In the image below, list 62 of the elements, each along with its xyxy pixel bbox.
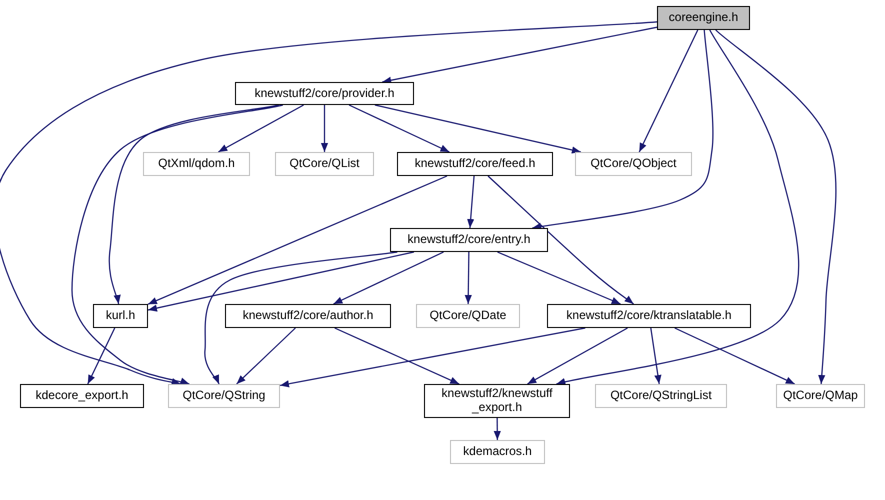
arrow — [464, 252, 472, 304]
file-box — [93, 304, 148, 328]
file-name: QtCore/QStringList — [610, 389, 712, 403]
file-box — [547, 304, 751, 328]
file-name: knewstuff2/core/ktranslatable.h — [566, 309, 732, 323]
file-box — [595, 384, 727, 408]
file-name: knewstuff2/core/feed.h — [414, 157, 536, 171]
arrow — [374, 104, 582, 154]
file-name: QtCore/QString — [182, 389, 266, 403]
arrow — [280, 327, 586, 388]
arrow — [382, 26, 658, 84]
arrow — [333, 251, 444, 305]
file-name: QtXml/qdom.h — [158, 157, 235, 171]
arrow — [148, 175, 448, 305]
file-name: QtCore/QList — [289, 157, 360, 171]
file-name: kdemacros.h — [463, 445, 532, 459]
file-box — [20, 384, 144, 408]
arrow — [348, 104, 450, 153]
arrow — [334, 327, 460, 385]
file-name: kurl.h — [106, 309, 136, 323]
arrow — [532, 30, 714, 230]
file-name: QtCore/QDate — [430, 309, 506, 323]
arrow — [204, 251, 398, 384]
arrow — [715, 30, 836, 384]
file-box — [390, 228, 548, 252]
arrow — [488, 176, 634, 304]
file-box — [235, 82, 414, 105]
file-name: knewstuff2/core/provider.h — [254, 86, 394, 100]
file-name: knewstuff2/core/author.h — [242, 309, 374, 323]
arrow — [87, 328, 116, 384]
arrow — [467, 176, 475, 228]
file-box — [657, 6, 750, 30]
arrow — [650, 328, 662, 384]
file-name: QtCore/QObject — [590, 157, 677, 171]
arrow — [497, 251, 621, 305]
file-box — [143, 152, 250, 176]
file-name: knewstuff2/knewstuff _export.h — [440, 387, 554, 415]
file-box — [776, 384, 865, 408]
file-box — [450, 440, 545, 464]
file-box — [275, 152, 374, 176]
arrow — [320, 105, 328, 152]
arrow — [674, 327, 796, 385]
arrow — [108, 104, 279, 304]
arrow — [71, 104, 283, 385]
file-box — [225, 304, 391, 328]
file-box — [575, 152, 692, 176]
arrow — [527, 327, 628, 385]
file-name: kdecore_export.h — [36, 389, 128, 403]
file-box — [424, 384, 570, 418]
file-name: coreengine.h — [668, 11, 738, 25]
file-box — [416, 304, 520, 328]
arrow — [148, 251, 414, 312]
file-name: QtCore/QMap — [783, 389, 858, 403]
arrow — [638, 30, 698, 152]
arrow — [0, 21, 658, 386]
arrow — [494, 418, 501, 440]
file-box — [168, 384, 280, 408]
file-name: knewstuff2/core/entry.h — [408, 233, 530, 247]
file-box — [397, 152, 553, 176]
arrow — [236, 328, 296, 384]
arrow — [556, 30, 800, 386]
arrow — [218, 104, 304, 153]
